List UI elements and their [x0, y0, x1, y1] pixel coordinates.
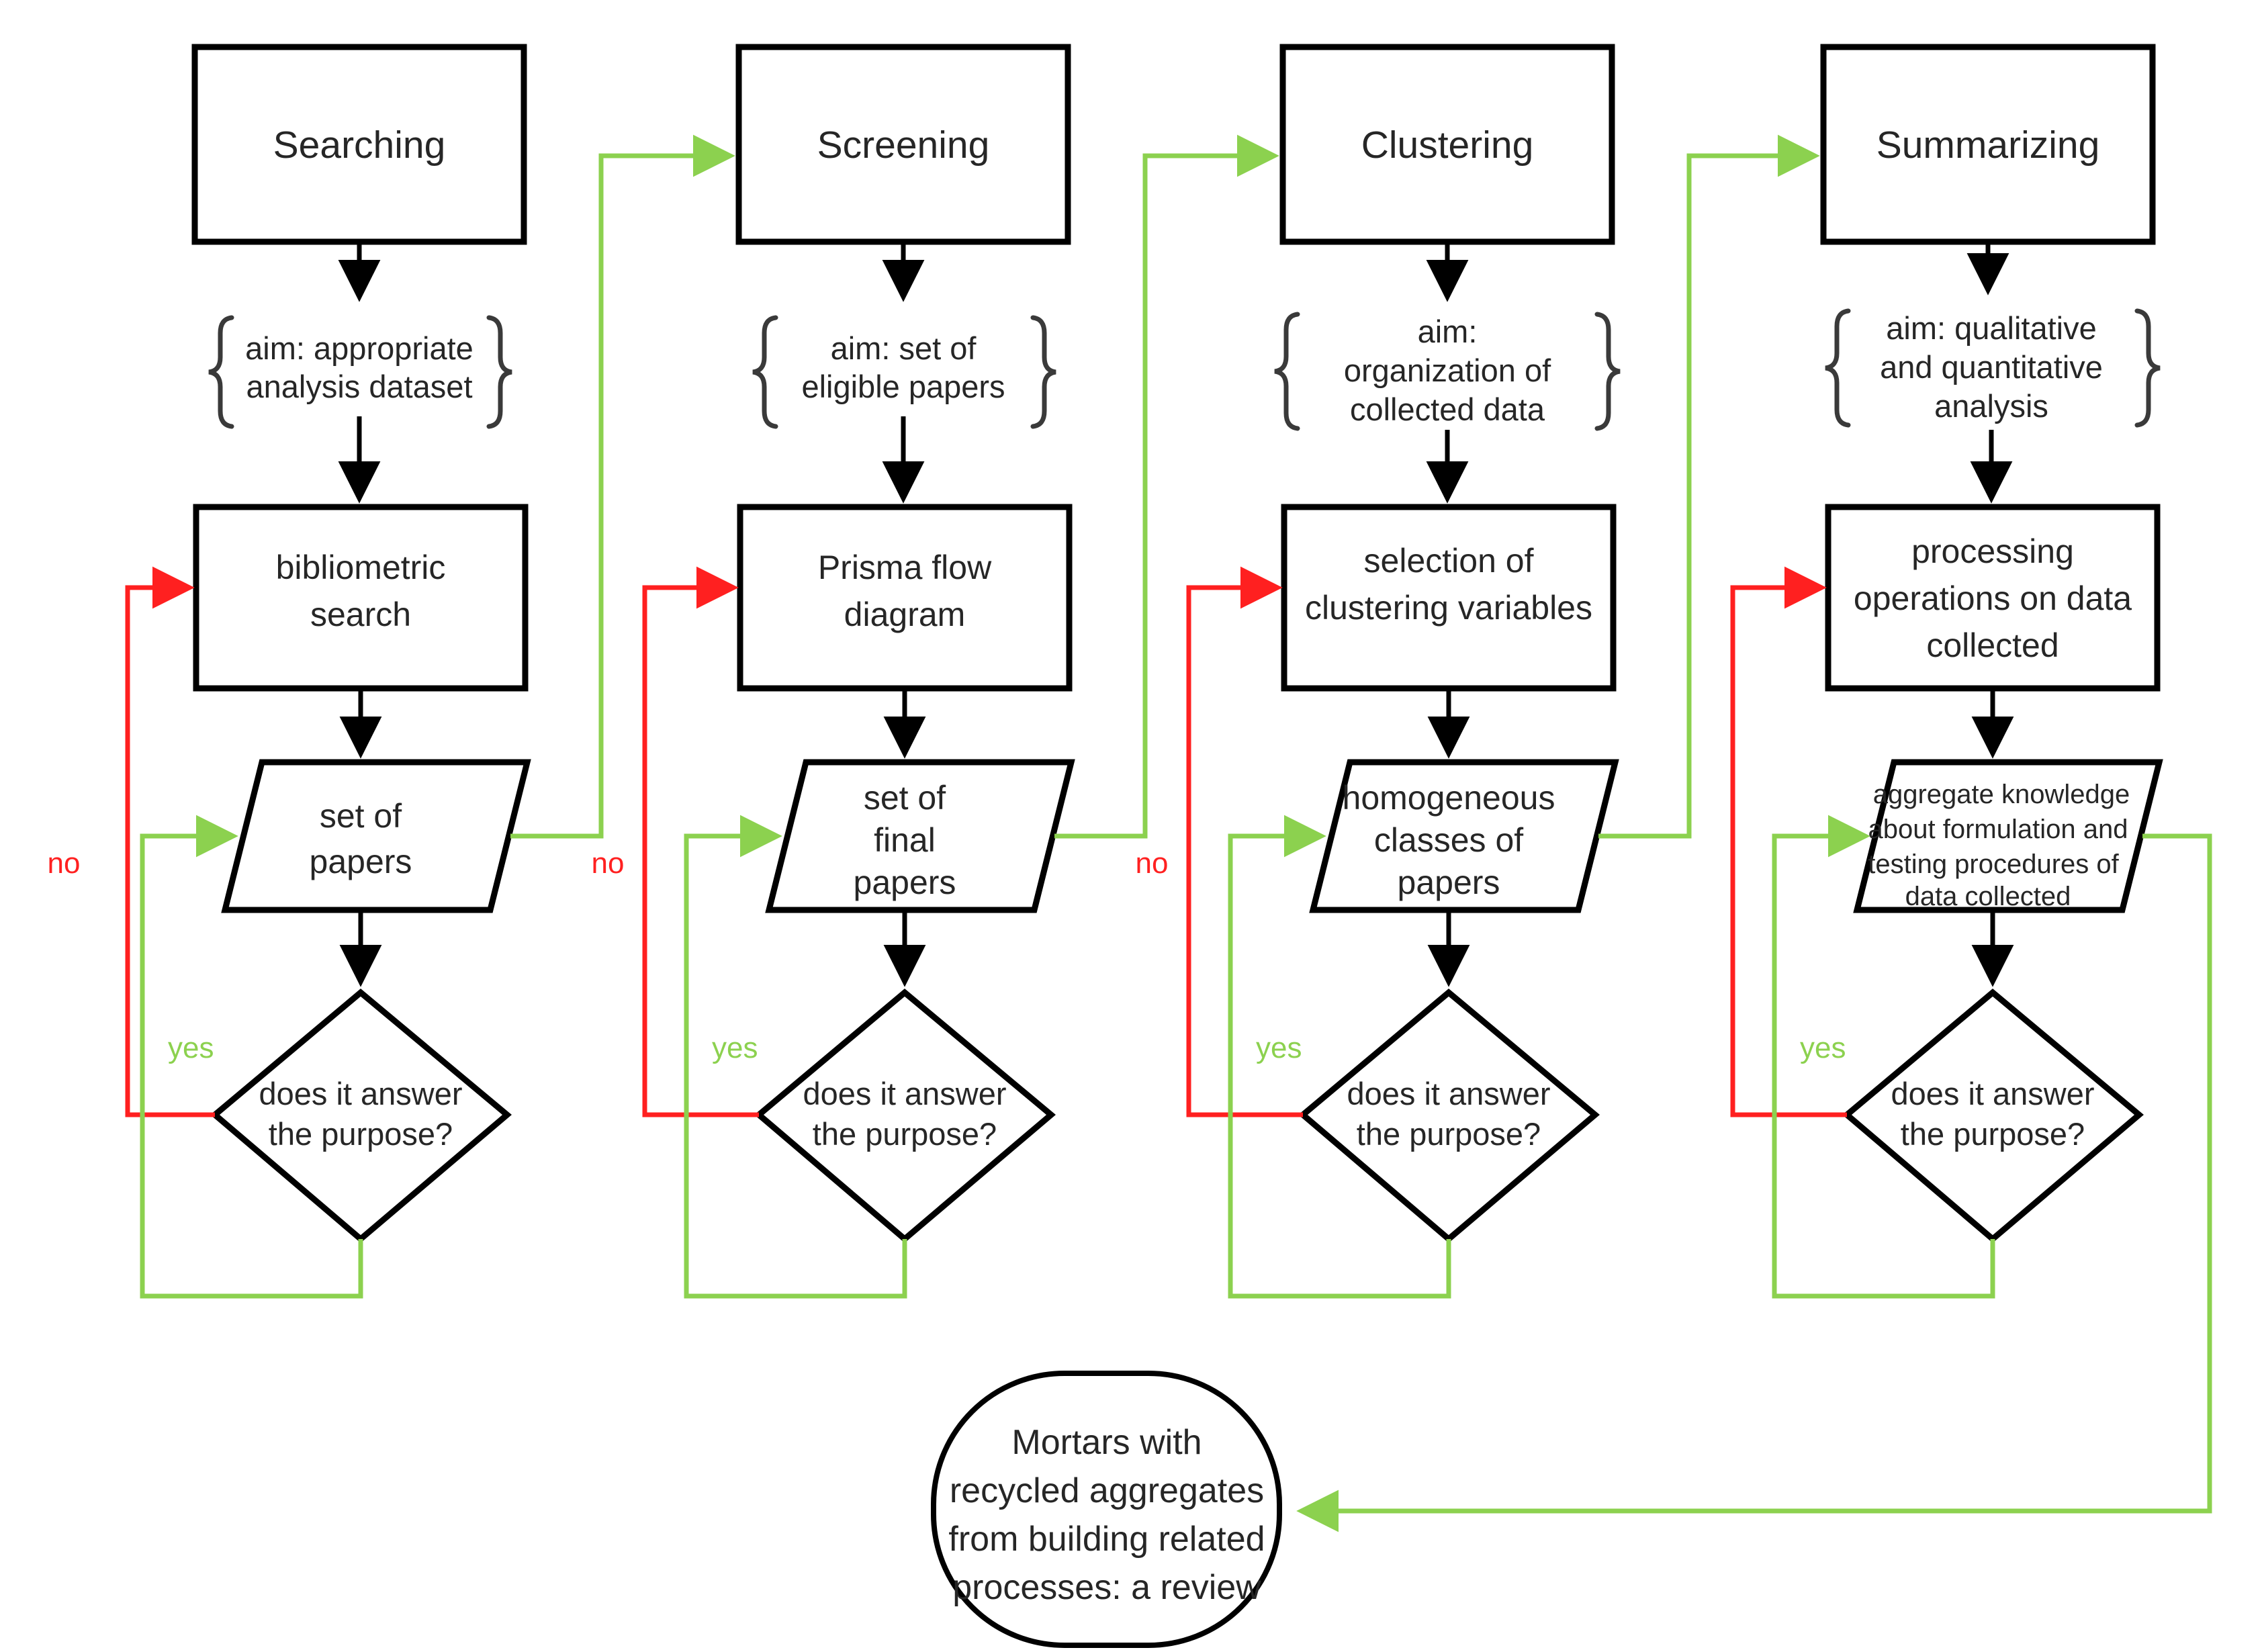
aim-line-1-col2: aim: set of	[831, 330, 977, 366]
aim-line-1-col1: aim: appropriate	[245, 330, 473, 366]
outcome-line-4: processes: a review	[952, 1568, 1261, 1607]
process-line-2-col2: diagram	[844, 596, 966, 633]
aim-line-2-col3: organization of	[1344, 353, 1551, 388]
edge-label-no-col2: no	[592, 847, 625, 880]
data-line-2-col3: classes of	[1374, 821, 1523, 859]
data-shape-set-of-papers[interactable]	[221, 759, 531, 913]
aim-line-1-col4: aim: qualitative	[1886, 310, 2097, 346]
edge-yes-col4	[1772, 815, 1995, 1299]
edge-label-no-col3: no	[1136, 847, 1169, 880]
edge-yes-col1	[140, 815, 363, 1299]
brace-left-aim-2	[752, 315, 778, 429]
brace-right-aim-4	[2134, 308, 2161, 428]
data-line-3-col4: testing procedures of	[1868, 850, 2119, 879]
edge-to-outcome	[1296, 833, 2212, 1532]
edge-label-yes-col1: yes	[168, 1031, 214, 1064]
column-clustering: Clustering aim: organization of collecte…	[1136, 44, 1820, 1299]
edge-forward-col2-to-col3	[1054, 134, 1279, 839]
edge-yes-col3	[1228, 815, 1451, 1299]
data-shape-homogeneous-classes[interactable]	[1309, 759, 1619, 913]
brace-right-aim-1	[486, 315, 512, 429]
data-line-4-col4: data collected	[1905, 882, 2071, 911]
edge-label-no-col1: no	[48, 847, 81, 880]
outcome-line-1: Mortars with	[1011, 1423, 1202, 1462]
stage-title-summarizing: Summarizing	[1876, 124, 2100, 167]
decision-line-2-col4: the purpose?	[1901, 1116, 2085, 1152]
stage-box-searching[interactable]	[191, 44, 527, 245]
outcome-group: Mortars with recycled aggregates from bu…	[931, 833, 2212, 1648]
aim-line-2-col2: eligible papers	[801, 369, 1005, 404]
stage-title-screening: Screening	[817, 124, 990, 167]
column-screening: Screening aim: set of eligible papers Pr…	[592, 44, 1279, 1299]
process-line-2-col4: operations on data	[1854, 580, 2132, 617]
stage-title-clustering: Clustering	[1361, 124, 1534, 167]
data-line-1-col1: set of	[320, 797, 402, 835]
process-box-processing-operations[interactable]	[1825, 504, 2161, 692]
edge-label-yes-col4: yes	[1800, 1031, 1846, 1064]
data-line-1-col3: homogeneous	[1343, 779, 1555, 817]
data-shape-set-of-final-papers[interactable]	[765, 759, 1075, 913]
edge-forward-col1-to-col2	[510, 134, 735, 839]
decision-line-1-col4: does it answer	[1891, 1076, 2094, 1111]
edge-forward-col3-to-col4	[1598, 134, 1820, 839]
data-line-3-col2: papers	[854, 864, 956, 901]
decision-line-1-col1: does it answer	[259, 1076, 462, 1111]
decision-line-2-col1: the purpose?	[269, 1116, 453, 1152]
aim-line-1-col3: aim:	[1418, 314, 1478, 349]
brace-right-aim-3	[1594, 312, 1621, 431]
aim-line-2-col1: analysis dataset	[246, 369, 472, 404]
outcome-line-3: from building related	[948, 1520, 1265, 1559]
data-line-1-col4: aggregate knowledge	[1873, 780, 2130, 809]
process-box-bibliometric-search[interactable]	[193, 504, 529, 692]
decision-line-2-col3: the purpose?	[1357, 1116, 1541, 1152]
data-line-3-col3: papers	[1398, 864, 1500, 901]
edge-no-col4	[1730, 566, 1847, 1117]
decision-line-1-col3: does it answer	[1347, 1076, 1550, 1111]
process-line-3-col4: collected	[1926, 627, 2059, 664]
outcome-shape-review-title[interactable]	[931, 1371, 1282, 1648]
brace-left-aim-4	[1825, 308, 1851, 428]
column-summarizing: Summarizing aim: qualitative and quantit…	[1730, 44, 2163, 1299]
process-line-1-col1: bibliometric	[276, 549, 446, 586]
data-line-2-col2: final	[874, 821, 936, 859]
edge-label-yes-col2: yes	[712, 1031, 758, 1064]
brace-left-aim-3	[1274, 312, 1300, 431]
aim-line-3-col3: collected data	[1350, 392, 1545, 427]
stage-box-clustering[interactable]	[1279, 44, 1615, 245]
process-box-prisma-flow-diagram[interactable]	[737, 504, 1073, 692]
outcome-line-2: recycled aggregates	[950, 1471, 1264, 1510]
brace-right-aim-2	[1030, 315, 1056, 429]
data-shape-aggregate-knowledge[interactable]	[1853, 759, 2163, 913]
aim-line-2-col4: and quantitative	[1880, 349, 2103, 385]
process-line-2-col3: clustering variables	[1305, 589, 1592, 627]
stage-box-screening[interactable]	[735, 44, 1071, 245]
data-line-1-col2: set of	[864, 779, 946, 817]
brace-left-aim-1	[208, 315, 234, 429]
process-line-1-col4: processing	[1911, 533, 2074, 570]
stage-title-searching: Searching	[273, 124, 446, 167]
process-line-2-col1: search	[310, 596, 411, 633]
process-line-1-col3: selection of	[1364, 542, 1534, 580]
decision-line-2-col2: the purpose?	[813, 1116, 997, 1152]
edge-no-col1	[125, 566, 215, 1117]
aim-line-3-col4: analysis	[1934, 388, 2048, 424]
edge-label-yes-col3: yes	[1256, 1031, 1302, 1064]
column-searching: Searching aim: appropriate analysis data…	[48, 44, 735, 1299]
decision-line-1-col2: does it answer	[803, 1076, 1006, 1111]
data-line-2-col4: about formulation and	[1868, 815, 2128, 844]
data-line-2-col1: papers	[310, 843, 412, 880]
edge-no-col2	[642, 566, 759, 1117]
process-line-1-col2: Prisma flow	[818, 549, 992, 586]
edge-no-col3	[1186, 566, 1303, 1117]
edge-yes-col2	[684, 815, 907, 1299]
